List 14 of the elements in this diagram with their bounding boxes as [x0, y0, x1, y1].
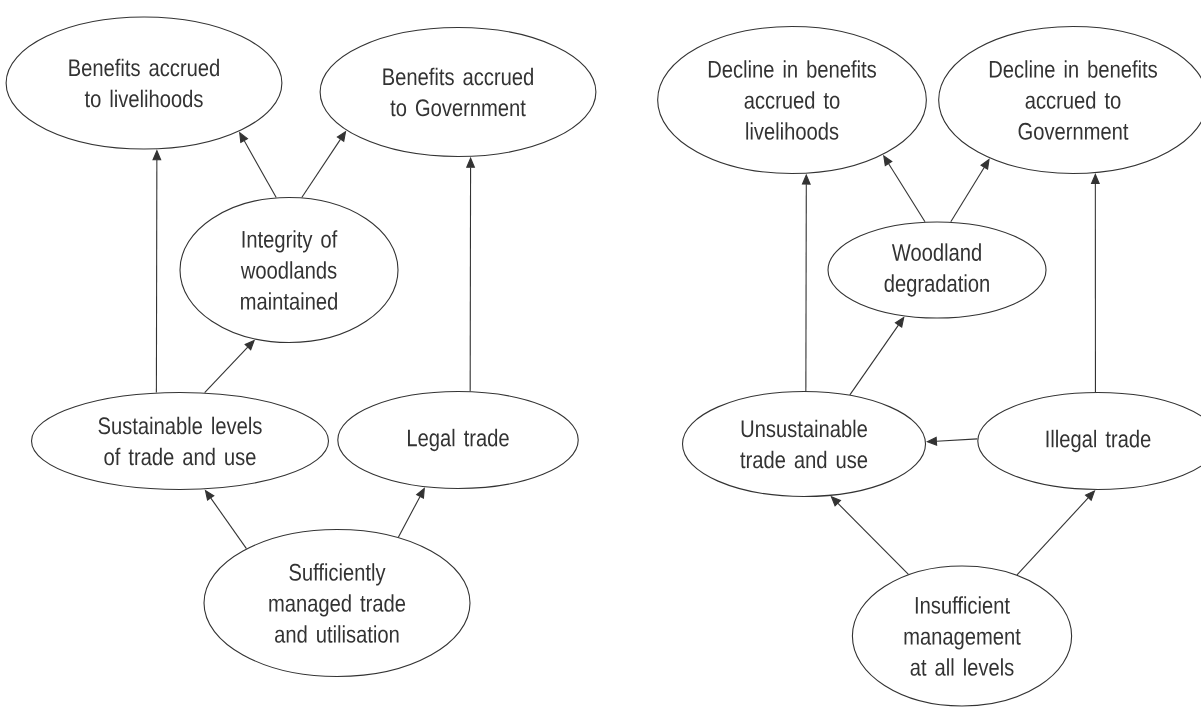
- oval-node: Insufficient management at all levels: [851, 565, 1073, 707]
- oval-node: Unsustainable trade and use: [681, 390, 927, 498]
- oval-node: Woodland degradation: [827, 221, 1047, 319]
- oval-node: Benefits accrued to livelihoods: [5, 16, 283, 150]
- oval-node: Benefits accrued to Government: [319, 26, 597, 158]
- arrow: [950, 158, 990, 223]
- oval-node: Integrity of woodlands maintained: [179, 196, 399, 344]
- arrow: [1090, 173, 1100, 393]
- arrow: [926, 436, 978, 446]
- arrow: [397, 487, 425, 538]
- oval-node: Decline in benefits accrued to livelihoods: [657, 25, 927, 175]
- oval-node: Sufficiently managed trade and utilisation: [203, 528, 471, 678]
- oval-node: Sustainable levels of trade and use: [30, 391, 330, 491]
- oval-node: Legal trade: [337, 390, 579, 490]
